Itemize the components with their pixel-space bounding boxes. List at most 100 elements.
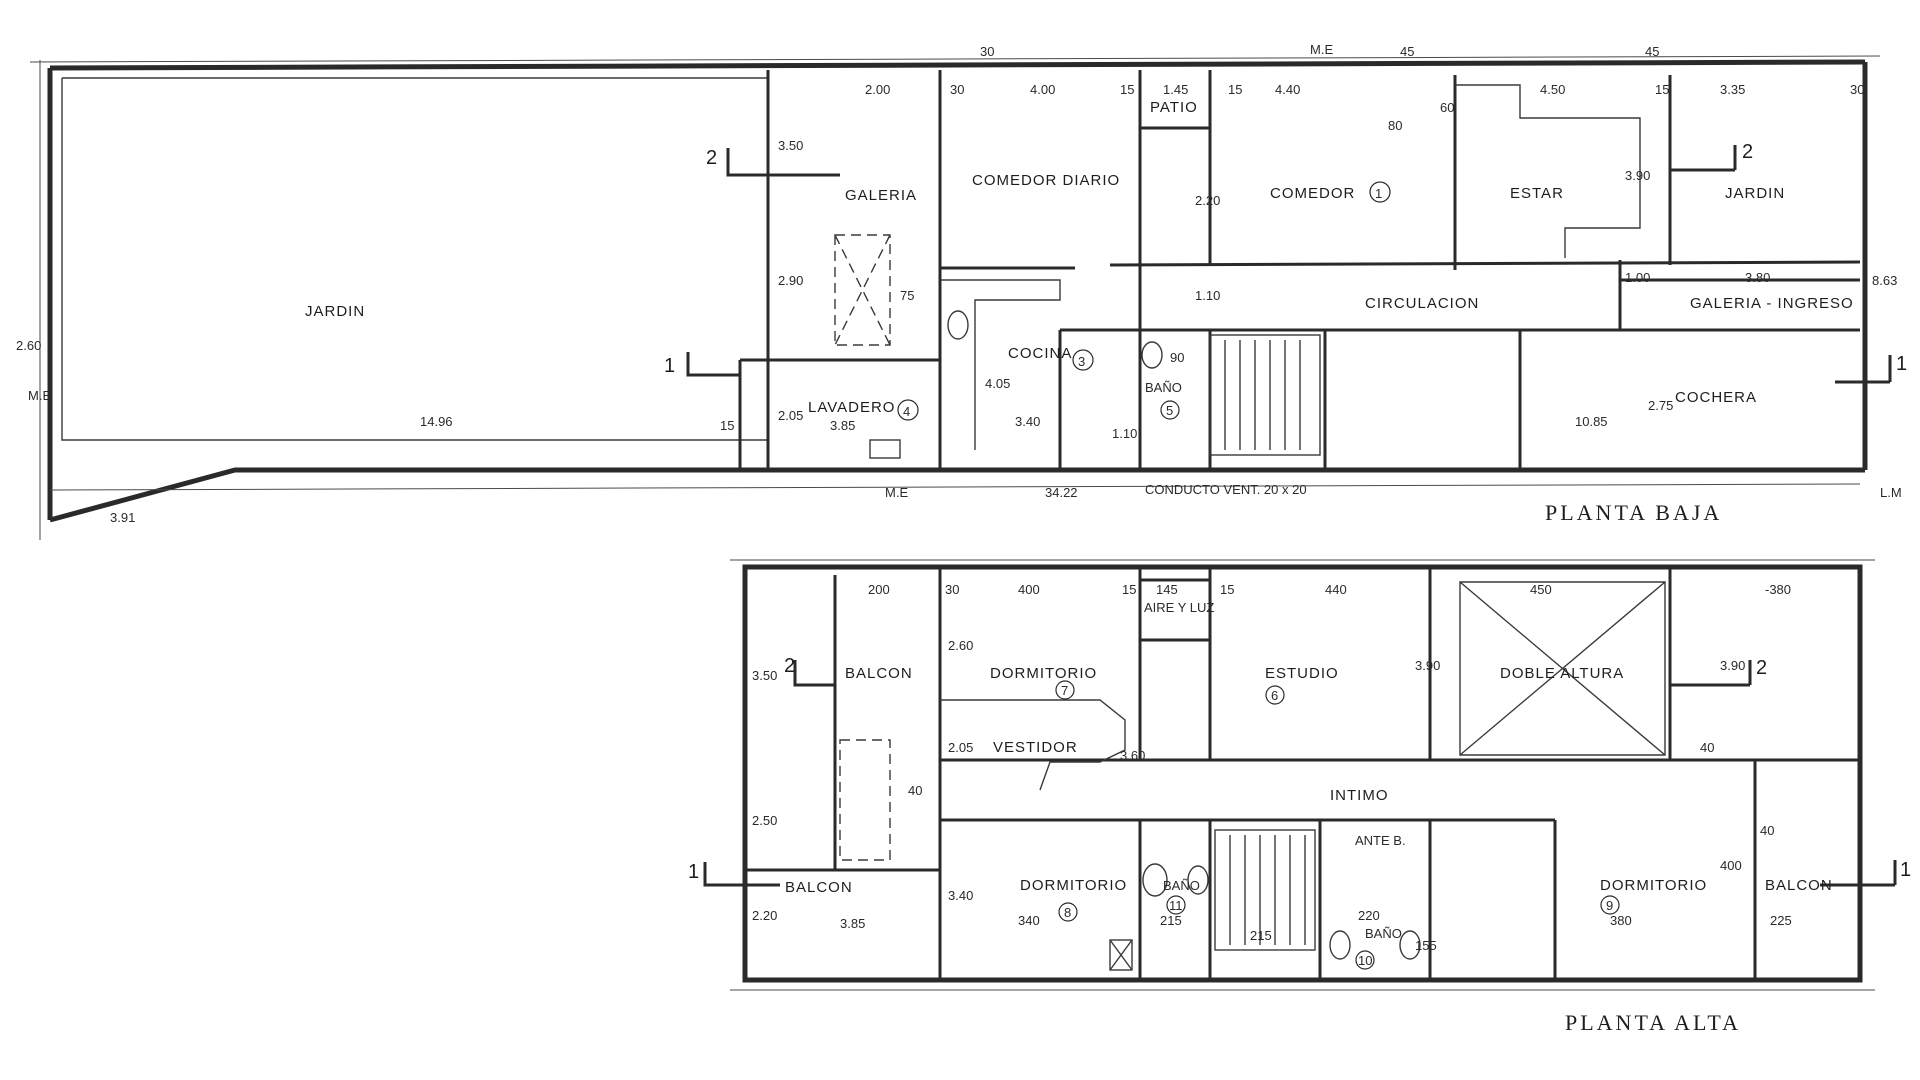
udim-400: 400 [1018,582,1040,597]
dim-275: 2.75 [1648,398,1673,413]
room-doble-altura: DOBLE ALTURA [1500,665,1624,682]
udim-30a: 30 [945,582,959,597]
udim-380: -380 [1765,582,1791,597]
vestidor-outline [940,699,1126,791]
comedor-number-circle [1369,181,1391,203]
section-marker-2-left-upper: 2 [784,655,835,687]
udim-205: 2.05 [948,740,973,755]
room-intimo: INTIMO [1330,787,1389,804]
section-marker-1-left-ground: 1 [664,352,740,377]
udim-360: 3.60 [1120,748,1145,763]
dim-390: 3.90 [1625,168,1650,183]
udim-450: 450 [1530,582,1552,597]
udim-225: 225 [1770,913,1792,928]
svg-text:2: 2 [784,655,795,677]
room-cochera: COCHERA [1675,389,1757,406]
dim-290: 2.90 [778,273,803,288]
udim-145: 145 [1156,582,1178,597]
udim-15b: 15 [1220,582,1234,597]
room-aire-luz: AIRE Y LUZ [1144,600,1214,615]
dim-15b: 15 [1228,82,1242,97]
bano-11-number: 11 [1169,898,1183,913]
dim-260: 2.60 [16,338,41,353]
dim-200: 2.00 [865,82,890,97]
udim-340v: 3.40 [948,888,973,903]
udim-380b: 380 [1610,913,1632,928]
bano-10-number: 10 [1358,953,1372,968]
udim-440: 440 [1325,582,1347,597]
udim-400v: 400 [1720,858,1742,873]
udim-350: 3.50 [752,668,777,683]
dormitorio-8-number: 8 [1064,905,1071,920]
title-planta-alta: PLANTA ALTA [1565,1010,1741,1035]
comedor-number: 1 [1375,186,1382,201]
bottom-dim-line [49,483,1861,491]
udim-390b: 3.90 [1720,658,1745,673]
room-bano: BAÑO [1145,380,1182,395]
wall-circulacion-top [1109,260,1861,267]
room-jardin-right: JARDIN [1725,185,1785,202]
dim-863: 8.63 [1872,273,1897,288]
udim-340: 340 [1018,913,1040,928]
room-balcon-left-bottom: BALCON [785,879,853,896]
room-cocina: COCINA [1008,345,1072,362]
room-balcon-right: BALCON [1765,877,1833,894]
udim-220b: 220 [1358,908,1380,923]
upper-outer-wall [742,564,1863,983]
dormitorio-9-number-circle [1600,895,1620,915]
lavadero-number: 4 [903,404,910,419]
room-comedor: COMEDOR [1270,185,1355,202]
sink-bano10 [1399,930,1421,960]
udim-15a: 15 [1122,582,1136,597]
room-ante-b: ANTE B. [1355,833,1406,848]
section-marker-2-right-upper: 2 [1670,657,1767,687]
udim-40b: 40 [1700,740,1714,755]
dormitorio-9-number: 9 [1606,898,1613,913]
udim-40c: 40 [1760,823,1774,838]
dim-205: 2.05 [778,408,803,423]
room-comedor-diario: COMEDOR DIARIO [972,172,1120,189]
dim-me-top: M.E [1310,42,1333,57]
upper-floor-plan: 2 1 2 1 BALCON DORMITORIO 7 VESTIDOR AIR… [688,559,1911,1035]
udim-220: 2.20 [752,908,777,923]
room-vestidor: VESTIDOR [993,739,1078,756]
sink-bano11 [1187,865,1209,895]
dim-me-left: M.E [28,388,51,403]
toilet-bano11 [1142,863,1168,897]
dim-400: 4.00 [1030,82,1055,97]
dim-1496: 14.96 [420,414,453,429]
room-balcon-left-top: BALCON [845,665,913,682]
room-patio: PATIO [1150,99,1198,116]
dim-350: 3.50 [778,138,803,153]
dim-45-top: 45 [1400,44,1414,59]
dim-335: 3.35 [1720,82,1745,97]
udim-260: 2.60 [948,638,973,653]
dim-340: 3.40 [1015,414,1040,429]
dim-145: 1.45 [1163,82,1188,97]
room-bano-10: BAÑO [1365,926,1402,941]
dormitorio-7-number: 7 [1061,683,1068,698]
ground-floor-plan: 2 1 2 1 JARDIN GALERIA COMEDOR DIARIO PA… [16,42,1907,540]
svg-text:2: 2 [1756,657,1767,679]
cocina-number: 3 [1078,354,1085,369]
dim-380: 3.80 [1745,270,1770,285]
dim-60: 60 [1440,100,1454,115]
estudio-number: 6 [1271,688,1278,703]
room-dormitorio-9: DORMITORIO [1600,877,1707,894]
udim-40: 40 [908,783,922,798]
dim-3422: 34.22 [1045,485,1078,500]
dormitorio-7-number-circle [1055,680,1075,700]
doble-altura-cross [1459,581,1666,756]
bano-11-number-circle [1166,895,1186,915]
udim-250: 2.50 [752,813,777,828]
section-marker-2-right-ground: 2 [1670,141,1753,172]
room-bano-11: BAÑO [1163,878,1200,893]
room-galeria: GALERIA [845,187,917,204]
estudio-number-circle [1265,685,1285,705]
section-marker-1-left-upper: 1 [688,861,780,887]
dim-me-bottom: M.E [885,485,908,500]
dim-220: 2.20 [1195,193,1220,208]
lavadero-number-circle [897,399,919,421]
room-jardin-left: JARDIN [305,303,365,320]
